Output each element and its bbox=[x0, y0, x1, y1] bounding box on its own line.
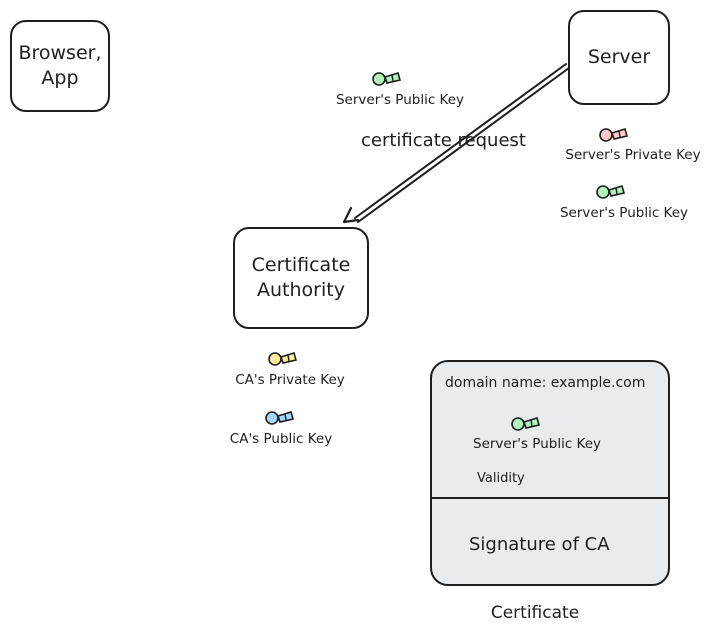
ca-public-key-icon bbox=[265, 410, 295, 425]
request-public-key-label: Server's Public Key bbox=[335, 92, 465, 108]
server-public-key-icon bbox=[372, 71, 402, 86]
certificate-public-key-icon bbox=[511, 416, 541, 431]
server-public-key-label: Server's Public Key bbox=[559, 205, 689, 221]
certificate-box[interactable]: domain name: example.com Server's Public… bbox=[430, 360, 670, 586]
certificate-caption: Certificate bbox=[490, 603, 580, 623]
certificate-authority-node[interactable]: Certificate Authority bbox=[233, 227, 369, 329]
server-private-key-icon bbox=[599, 127, 629, 142]
certificate-validity: Validity bbox=[477, 471, 525, 486]
browser-app-node[interactable]: Browser, App bbox=[10, 20, 110, 112]
ca-private-key-label: CA's Private Key bbox=[235, 372, 345, 388]
certificate-public-key-label: Server's Public Key bbox=[473, 436, 602, 452]
certificate-request-label: certificate request bbox=[361, 130, 526, 151]
server-node[interactable]: Server bbox=[568, 10, 670, 105]
certificate-divider bbox=[432, 497, 668, 499]
server-private-key-label: Server's Private Key bbox=[565, 147, 701, 163]
ca-private-key-icon bbox=[268, 351, 298, 366]
server-public-key-icon bbox=[596, 184, 626, 199]
certificate-signature: Signature of CA bbox=[469, 534, 610, 555]
ca-public-key-label: CA's Public Key bbox=[229, 431, 333, 447]
certificate-domain: domain name: example.com bbox=[445, 375, 646, 391]
